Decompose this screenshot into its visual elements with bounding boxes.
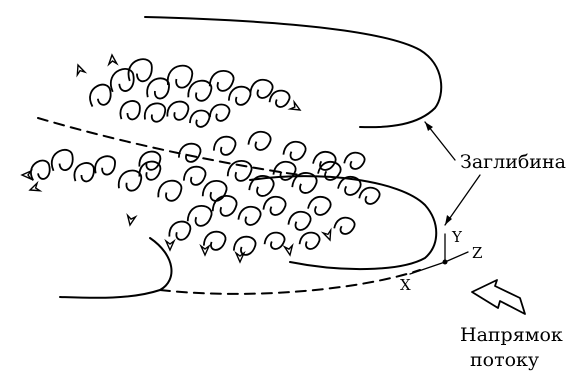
x-axis-line xyxy=(410,262,445,274)
flow-direction-arrow xyxy=(472,280,525,314)
vortex-loop xyxy=(288,209,313,232)
vortex-loop xyxy=(107,67,136,95)
upper-body-outline xyxy=(145,17,441,127)
vortex-loop xyxy=(178,142,201,164)
vortex-arrowhead xyxy=(236,253,244,262)
vortex-loop xyxy=(119,171,142,191)
vortex-loop xyxy=(86,82,114,109)
vortex-loop xyxy=(212,194,238,218)
vortex-loop xyxy=(333,215,356,237)
vortex-loop xyxy=(168,66,193,88)
vortex-loop xyxy=(209,103,230,122)
vortex-loop xyxy=(72,162,95,184)
vortex-loop xyxy=(188,80,212,102)
vortex-loop xyxy=(312,148,338,172)
z-axis-line xyxy=(445,252,468,262)
vortex-loop xyxy=(358,185,381,207)
vortex-loop xyxy=(187,204,213,228)
vortex-loop xyxy=(283,139,308,162)
recess-label: Заглибина xyxy=(460,151,566,173)
lower-body-outline xyxy=(60,238,171,298)
vortex-loop xyxy=(94,156,116,176)
vortex-arrowhead xyxy=(108,55,117,65)
vortex-loop xyxy=(183,165,206,187)
vortex-filaments xyxy=(22,55,381,262)
x-axis-label: X xyxy=(400,276,411,294)
vortex-arrowhead xyxy=(29,183,40,194)
separation-line-lower xyxy=(160,270,420,294)
vortex-loop xyxy=(146,78,170,100)
vortex-loop xyxy=(167,101,189,121)
vortex-loop xyxy=(264,230,286,251)
vortex-loop xyxy=(307,193,333,217)
vortex-arrowhead xyxy=(74,64,85,75)
vortex-loop xyxy=(263,194,288,217)
vortex-loop xyxy=(169,221,191,241)
vortex-arrowhead xyxy=(126,215,135,225)
vortex-loop xyxy=(299,230,321,251)
vortex-arrowhead xyxy=(290,102,302,113)
vortex-loop xyxy=(343,150,366,172)
y-axis-label: Y xyxy=(451,228,463,246)
vortex-loop xyxy=(202,179,228,203)
vortex-loop xyxy=(158,180,182,202)
vortex-loop xyxy=(248,129,273,152)
vortex-loop xyxy=(228,85,251,107)
vortex-loop xyxy=(209,69,235,93)
vortex-arrowhead xyxy=(166,241,174,250)
flow-direction-label-line1: Напрямок xyxy=(460,324,563,346)
vortex-loop xyxy=(213,135,236,157)
vortex-loop xyxy=(238,204,263,227)
vortex-arrowhead xyxy=(323,230,334,241)
vortex-loop xyxy=(118,100,141,122)
vortex-loop xyxy=(189,109,210,128)
axes-origin xyxy=(443,260,448,265)
vortex-arrowhead xyxy=(284,245,293,255)
vortex-loop xyxy=(227,159,253,183)
flow-direction-label-line2: потоку xyxy=(470,349,539,371)
vortex-loop xyxy=(139,151,161,171)
vortex-arrowhead xyxy=(22,171,31,179)
recess-shape xyxy=(250,176,436,269)
vortex-arrowhead xyxy=(201,246,209,255)
z-axis-label: Z xyxy=(472,244,482,262)
recess-tip-leader-line xyxy=(445,175,480,225)
vortex-loop xyxy=(49,148,76,173)
vortex-loop xyxy=(145,103,165,121)
